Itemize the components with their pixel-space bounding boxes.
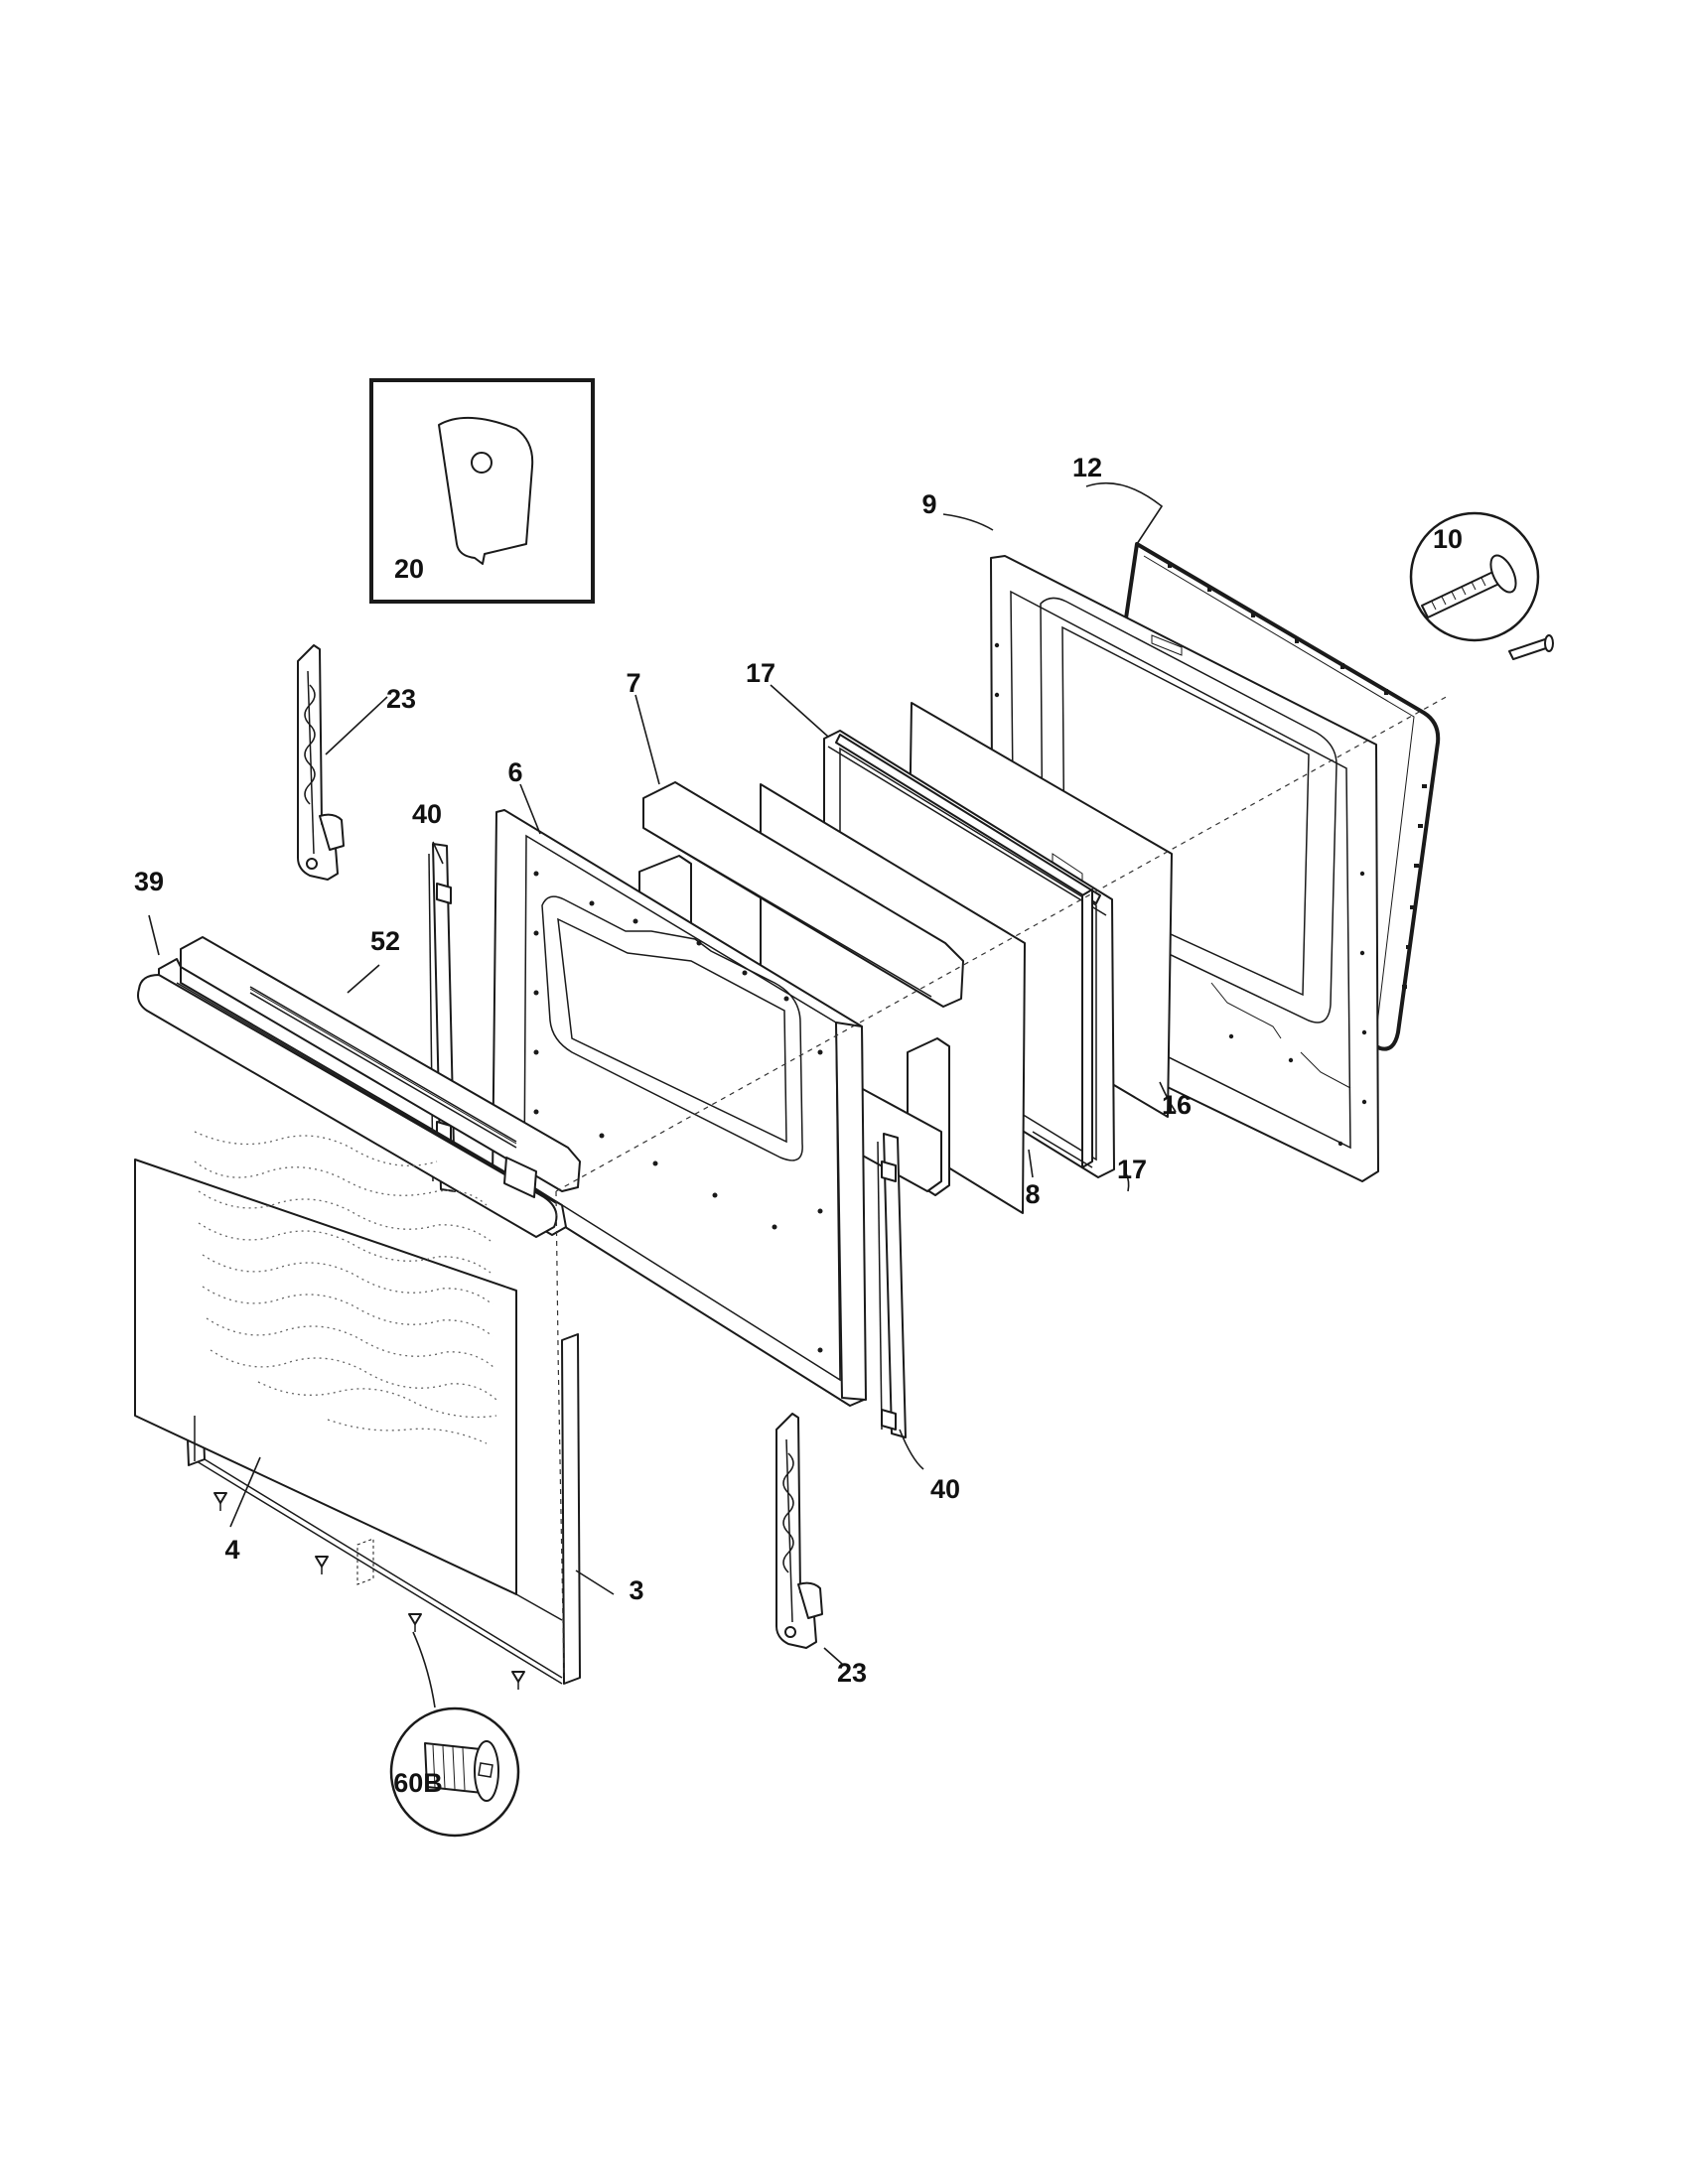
part-23-hinge-bottom [775,1413,823,1649]
callout-8: 8 [1025,1179,1040,1209]
callout-7: 7 [626,668,640,698]
callout-9: 9 [921,489,936,519]
part-3-frame-edges [194,1416,563,1621]
callout-labels: 20 12 9 10 23 7 17 6 40 39 52 16 17 8 40… [134,453,1463,1798]
callout-23-top: 23 [386,684,416,714]
part-39-52-handle [137,936,581,1238]
callout-20: 20 [394,554,424,584]
callout-60b: 60B [393,1768,443,1798]
callout-17-bottom: 17 [1117,1155,1147,1184]
callout-17-top: 17 [746,658,775,688]
part-4-door-glass [134,1131,517,1595]
callout-10: 10 [1433,524,1463,554]
callout-23-bottom: 23 [837,1658,867,1688]
callout-4: 4 [224,1535,239,1565]
screws [213,1492,525,1690]
callout-16: 16 [1162,1090,1192,1120]
alignment-lines [555,694,1451,1679]
part-60b-screw-inset [389,1706,520,1838]
part-3-door-frame [186,1333,581,1685]
callout-12: 12 [1072,453,1102,482]
callout-3: 3 [629,1575,643,1605]
part-6-inner-frame [492,809,867,1407]
callout-6: 6 [507,757,522,787]
callout-40-bottom: 40 [930,1474,960,1504]
leader-lines [148,481,1177,1708]
part-40-bracket-bottom [877,1133,907,1438]
part-10-bolt-inset [1409,511,1554,660]
callout-40-top: 40 [412,799,442,829]
part-20-inset [369,378,595,604]
callout-39: 39 [134,867,164,896]
part-23-hinge-top [297,644,345,881]
callout-52: 52 [370,926,400,956]
